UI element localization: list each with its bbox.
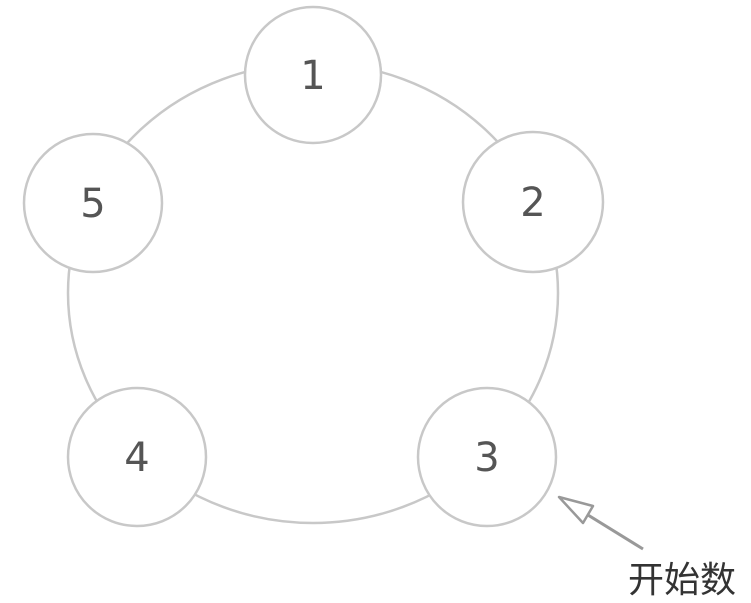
node-label: 1 bbox=[300, 53, 325, 99]
node-4: 4 bbox=[66, 386, 208, 528]
node-label: 4 bbox=[124, 435, 149, 481]
start-arrow-icon bbox=[557, 495, 644, 551]
start-label: 开始数 bbox=[628, 560, 736, 601]
node-label: 5 bbox=[80, 181, 105, 227]
node-2: 2 bbox=[461, 130, 605, 274]
node-3: 3 bbox=[416, 386, 558, 528]
node-5: 5 bbox=[22, 132, 164, 274]
node-label: 2 bbox=[520, 180, 545, 226]
node-label: 3 bbox=[474, 435, 499, 481]
node-1: 1 bbox=[243, 5, 383, 145]
